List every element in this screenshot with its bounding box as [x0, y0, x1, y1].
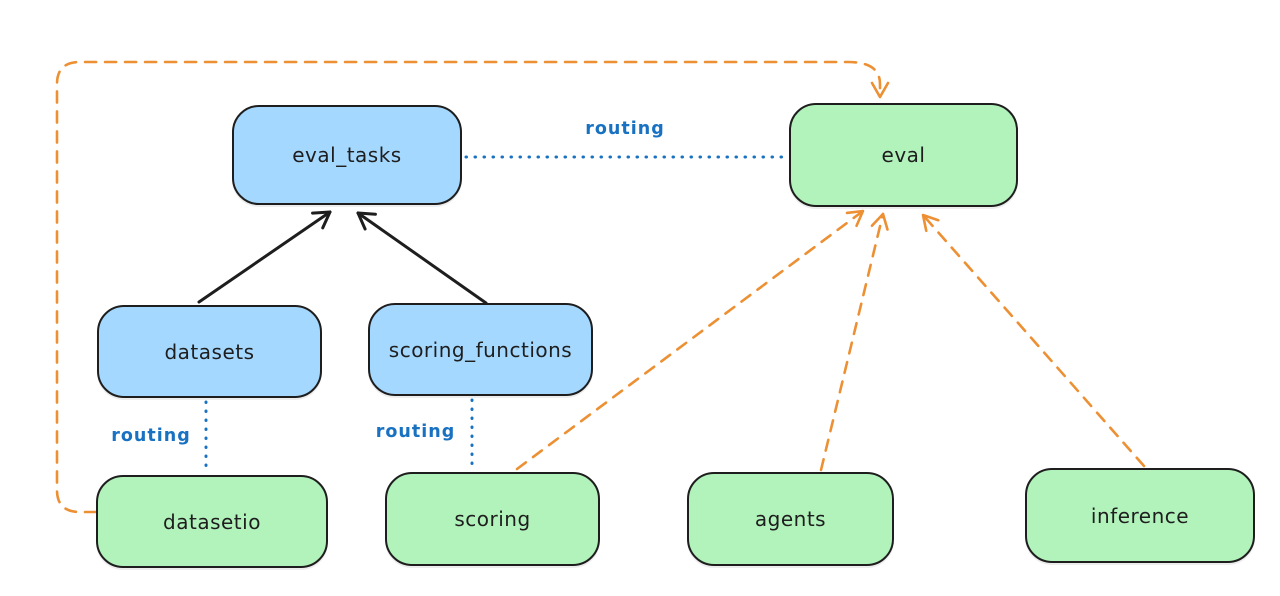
edge-agents-to-eval: [819, 212, 889, 472]
node-scoring-functions-label: scoring_functions: [388, 337, 573, 362]
node-inference-label: inference: [1090, 503, 1190, 528]
node-scoring: scoring: [385, 472, 600, 566]
node-eval-tasks-label: eval_tasks: [292, 143, 402, 167]
edge-label-routing-scoring-functions-scoring: routing: [375, 422, 456, 442]
node-eval: eval: [789, 103, 1018, 207]
node-datasetio-label: datasetio: [163, 509, 261, 534]
node-scoring-functions: scoring_functions: [368, 303, 593, 396]
edge-inference-to-eval: [921, 213, 1146, 468]
node-eval-label: eval: [881, 143, 926, 167]
node-scoring-label: scoring: [454, 507, 531, 531]
edge-label-routing-datasets-datasetio: routing: [111, 426, 191, 446]
node-datasetio: datasetio: [96, 475, 328, 568]
node-datasets: datasets: [97, 305, 322, 398]
node-inference: inference: [1025, 468, 1255, 563]
node-eval-tasks: eval_tasks: [232, 105, 462, 205]
node-agents: agents: [687, 472, 894, 566]
node-datasets-label: datasets: [164, 339, 255, 364]
edge-label-routing-eval-tasks-eval: routing: [585, 119, 665, 139]
node-agents-label: agents: [754, 507, 827, 531]
edge-datasets-to-eval-tasks: [197, 210, 332, 304]
edge-scoring-functions-to-eval-tasks: [356, 211, 488, 305]
